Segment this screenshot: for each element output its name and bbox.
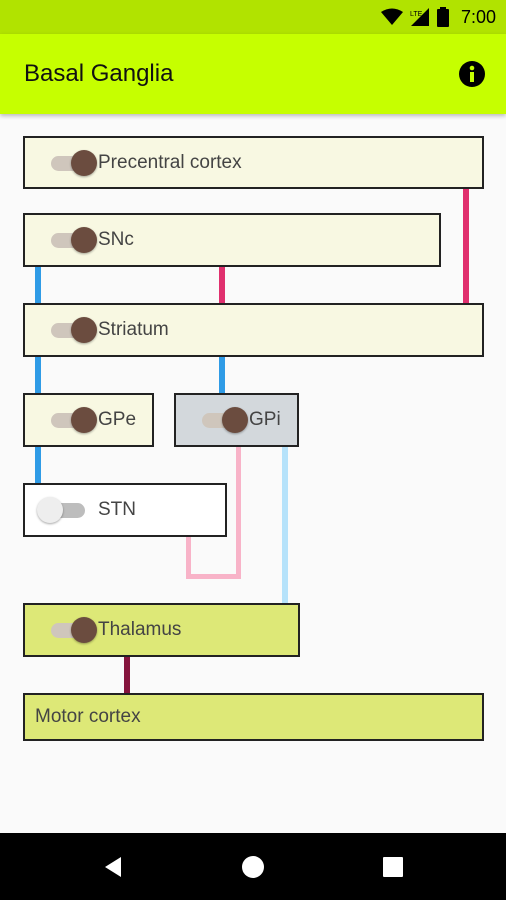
toggle-thumb	[71, 227, 97, 253]
stn-toggle[interactable]	[37, 496, 91, 524]
striatum-gpe-connector	[35, 356, 41, 394]
thalamus-toggle[interactable]	[49, 616, 101, 644]
recents-icon[interactable]	[381, 855, 405, 879]
status-time: 7:00	[460, 6, 496, 27]
app-title: Basal Ganglia	[24, 60, 174, 87]
gpi-box: GPi	[174, 393, 299, 447]
thalamus-box: Thalamus	[23, 603, 300, 657]
striatum-toggle[interactable]	[49, 316, 101, 344]
toggle-thumb	[37, 497, 63, 523]
toggle-thumb	[222, 407, 248, 433]
striatum-gpi-connector	[219, 356, 225, 394]
gpi-thalamus-connector	[282, 446, 288, 604]
snc-label: SNc	[98, 229, 134, 250]
gpe-toggle[interactable]	[49, 406, 101, 434]
snc-toggle[interactable]	[49, 226, 101, 254]
snc-striatum-blue-connector	[35, 266, 41, 304]
info-icon[interactable]	[458, 60, 486, 88]
precentral-toggle[interactable]	[49, 149, 101, 177]
toggle-thumb	[71, 317, 97, 343]
striatum-label: Striatum	[98, 319, 169, 340]
motor-cortex-box: Motor cortex	[23, 693, 484, 741]
precentral-striatum-connector	[463, 188, 469, 304]
thalamus-label: Thalamus	[98, 619, 182, 640]
back-icon[interactable]	[101, 855, 125, 879]
gpe-box: GPe	[23, 393, 154, 447]
gpi-loop-left	[186, 536, 191, 579]
svg-text:LTE: LTE	[410, 11, 423, 18]
stn-label: STN	[98, 499, 136, 520]
snc-box: SNc	[23, 213, 441, 267]
precentral-cortex-box: Precentral cortex	[23, 136, 484, 189]
battery-icon	[436, 7, 449, 27]
stn-box: STN	[23, 483, 227, 537]
toggle-thumb	[71, 407, 97, 433]
gpe-label: GPe	[98, 409, 137, 430]
striatum-box: Striatum	[23, 303, 484, 357]
status-bar: LTE 7:00	[0, 0, 506, 34]
app-bar: Basal Ganglia	[0, 34, 506, 114]
wifi-icon	[380, 8, 403, 25]
toggle-thumb	[71, 617, 97, 643]
status-icons: LTE 7:00	[380, 0, 496, 34]
navigation-bar	[0, 833, 506, 900]
home-icon[interactable]	[241, 855, 265, 879]
gpi-loop-right	[236, 446, 241, 579]
cell-signal-icon: LTE	[410, 8, 429, 26]
gpi-label: GPi	[249, 409, 281, 430]
thalamus-motor-connector	[124, 656, 130, 694]
snc-striatum-pink-connector	[219, 266, 225, 304]
gpi-toggle[interactable]	[200, 406, 252, 434]
precentral-label: Precentral cortex	[98, 151, 242, 173]
motor-cortex-label: Motor cortex	[35, 706, 141, 727]
gpi-loop-bottom	[186, 574, 241, 579]
gpe-stn-connector	[35, 446, 41, 484]
toggle-thumb	[71, 149, 97, 176]
